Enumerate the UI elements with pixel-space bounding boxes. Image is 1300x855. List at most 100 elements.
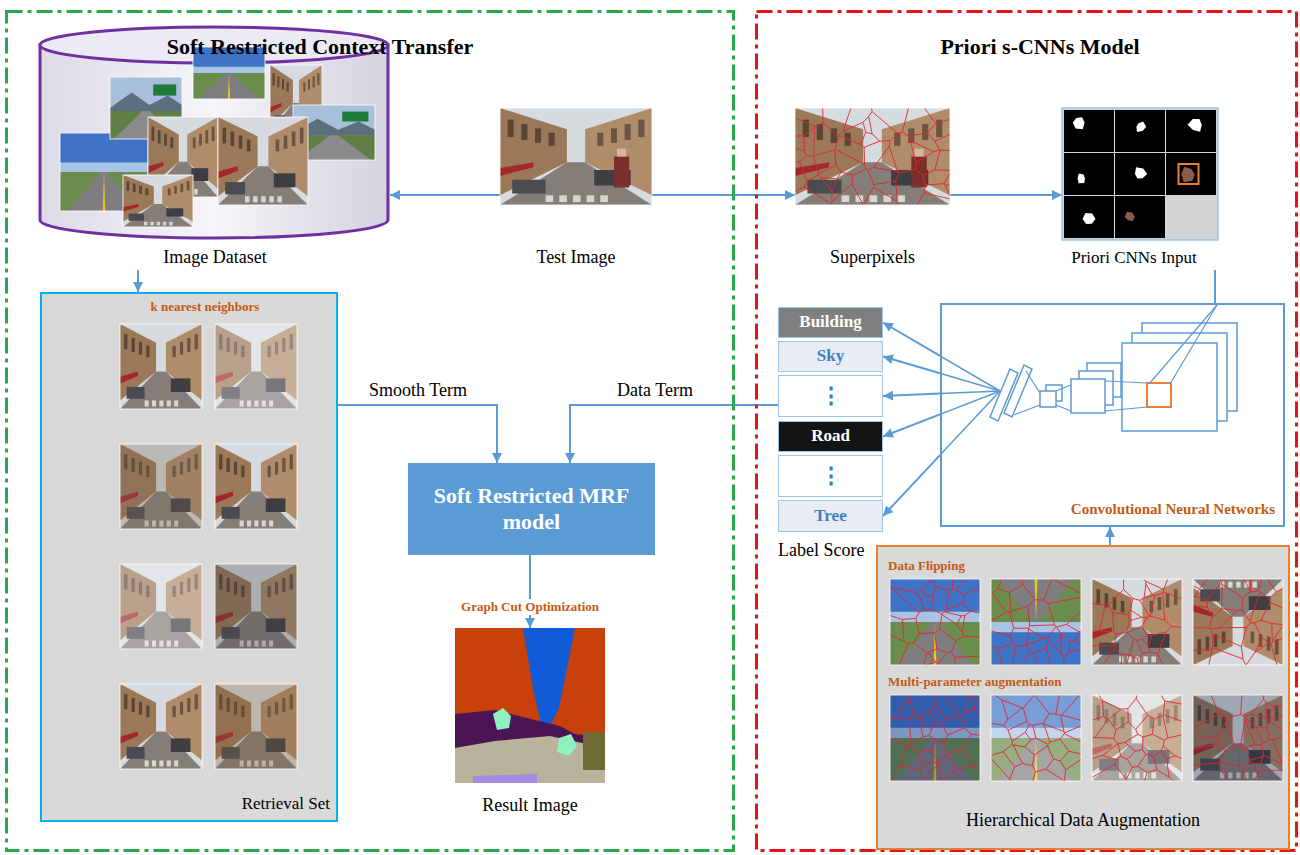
- photo-shape: [1206, 637, 1210, 651]
- photo-shape: [261, 444, 297, 521]
- photo-shape: [215, 492, 297, 529]
- photo-shape: [240, 521, 244, 527]
- node-label: ⋮: [820, 385, 842, 407]
- panel: Soft Restricted Context TransferImage Da…: [5, 10, 735, 852]
- photo-shape: [166, 324, 202, 401]
- photo-content: [120, 324, 202, 409]
- photo-frame: [215, 684, 297, 769]
- edge-label: Data Term: [617, 380, 693, 402]
- photo-content: [890, 579, 980, 665]
- photo-shape: [124, 334, 127, 349]
- photo-shape: [342, 112, 368, 122]
- color-tint: [215, 564, 297, 649]
- fan-line: [940, 391, 1000, 394]
- layer-link: [1105, 381, 1147, 383]
- node-label: Tree: [814, 506, 846, 526]
- color-tint: [120, 444, 202, 529]
- superpixel-blob: [1078, 174, 1085, 184]
- text-slot: Soft Restricted Context Transfer: [100, 34, 540, 60]
- photo-shape: [159, 761, 163, 767]
- photo-shape: [215, 684, 297, 769]
- photo-shape: [585, 108, 652, 195]
- node-label: Convolutional Neural Networks: [1071, 500, 1275, 518]
- photo-shape: [139, 702, 142, 715]
- text-slot: k nearest neighbors: [100, 297, 310, 315]
- photo-shape: [300, 128, 304, 144]
- photo-frame: [1193, 695, 1283, 781]
- photo-shape: [193, 47, 265, 73]
- photo-content: [1092, 695, 1182, 781]
- tree-region: [583, 732, 605, 770]
- photo-shape: [239, 136, 243, 149]
- photo-shape: [145, 401, 149, 407]
- node-label: Data Flipping: [888, 558, 965, 574]
- photo-thumbnail: [215, 564, 297, 649]
- photo-shape: [559, 195, 567, 202]
- photo-shape: [193, 73, 265, 99]
- feature-map: [1040, 391, 1056, 407]
- text-slot: Retrieval Set: [200, 794, 330, 814]
- connector: [570, 405, 778, 463]
- node-label: Soft Restricted MRF model: [416, 483, 647, 536]
- layer-link: [1149, 305, 1217, 384]
- masked-patch: [1115, 196, 1165, 238]
- masked-patch: [1166, 110, 1216, 152]
- node-label: Retrieval Set: [242, 794, 330, 814]
- photo-shape: [123, 204, 193, 227]
- superpixel-boundary: [1193, 695, 1283, 781]
- photo-content: [991, 695, 1081, 781]
- photo-shape: [120, 372, 202, 409]
- photo-shape: [153, 84, 176, 95]
- photo-shape: [123, 175, 193, 227]
- photo-shape: [535, 128, 541, 143]
- photo-thumbnail: [215, 684, 297, 769]
- node-label: Road: [811, 426, 850, 446]
- photo-shape: [215, 564, 297, 649]
- photo-shape: [215, 492, 233, 504]
- photo-shape: [638, 120, 644, 138]
- photo-shape: [133, 184, 136, 193]
- node-label: Superpixels: [830, 247, 915, 269]
- connector: [950, 194, 1062, 196]
- photo-shape: [120, 732, 202, 769]
- photo-shape: [241, 466, 244, 477]
- label-cell: ⋮: [778, 455, 883, 497]
- photo-shape: [167, 761, 171, 767]
- photo-shape: [146, 706, 149, 717]
- photo-content: [120, 684, 202, 769]
- photo-shape: [171, 378, 191, 392]
- photo-shape: [150, 222, 154, 226]
- photo-shape: [883, 195, 891, 202]
- connector: [1109, 527, 1111, 545]
- color-tint: [1092, 695, 1182, 781]
- photo-thumbnail: [890, 579, 980, 665]
- image-box: Superpixels: [795, 108, 950, 270]
- photo-shape: [1092, 579, 1182, 665]
- fan-line: [940, 391, 1000, 414]
- superpixel-boundary: [991, 579, 1081, 665]
- layer-link: [1170, 305, 1217, 384]
- masked-patch: [1064, 153, 1114, 195]
- photo-shape: [512, 180, 545, 194]
- photo-shape: [317, 73, 319, 85]
- photo-shape: [180, 342, 183, 355]
- photo-shape: [215, 324, 297, 409]
- photo-shape: [268, 117, 308, 196]
- node-label: Multi-parameter augmentation: [888, 674, 1061, 690]
- text-slot: Building: [779, 308, 882, 337]
- photo-thumbnail: [120, 324, 202, 409]
- photo-shape: [152, 401, 156, 407]
- photo-shape: [223, 128, 227, 144]
- segmentation-map: [455, 628, 605, 783]
- photo-frame: [795, 108, 950, 205]
- photo-shape: [614, 157, 629, 188]
- connector: [137, 270, 139, 292]
- photo-shape: [261, 196, 266, 202]
- text-slot: Test Image: [500, 247, 652, 269]
- photo-shape: [1166, 593, 1170, 607]
- photo-shape: [222, 507, 240, 519]
- color-tint: [215, 324, 297, 409]
- node-label: Image Dataset: [163, 247, 266, 269]
